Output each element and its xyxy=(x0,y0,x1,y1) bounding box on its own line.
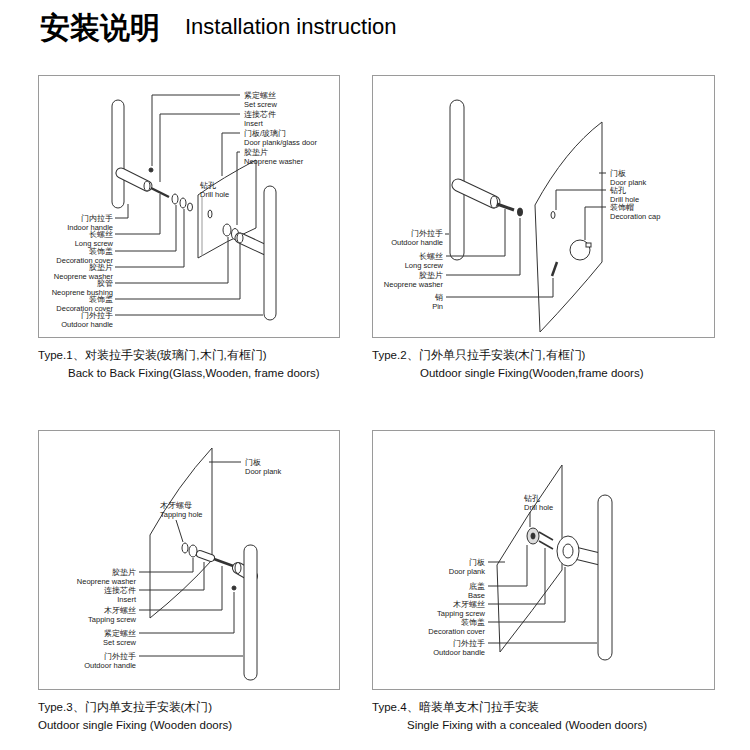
part-label: 门外拉手 xyxy=(453,639,485,648)
figure-panel: Type.3、门内单支拉手安装(木门)Outdoor single Fixing… xyxy=(38,430,340,690)
part-label: Set screw xyxy=(244,100,277,109)
part-label: 门外拉手 xyxy=(411,229,443,238)
panel-caption: Single Fixing with a concealed (Wooden d… xyxy=(407,718,647,732)
part-label: 木牙螺丝 xyxy=(104,606,136,615)
part-label: Outdoor handle xyxy=(391,238,443,247)
part-label: Drill hole xyxy=(524,503,553,512)
part-label: 胶垫片 xyxy=(419,271,443,280)
part-label: 门外拉手 xyxy=(104,652,136,661)
part-label: Base xyxy=(468,591,485,600)
part-label: Outdoor handle xyxy=(84,661,136,670)
part-label: 木牙螺丝 xyxy=(453,600,485,609)
part-label: Door plank xyxy=(245,467,281,476)
part-label: 装饰盖 xyxy=(461,618,485,627)
part-label: Outdoor handle xyxy=(61,320,113,329)
part-label: 胶垫片 xyxy=(244,148,268,157)
part-label: Insert xyxy=(117,595,136,604)
figure-panel: Type.1、对装拉手安装(玻璃门,木门,有框门)Back to Back Fi… xyxy=(38,75,340,338)
part-label: 门板/玻璃门 xyxy=(244,129,286,138)
part-label: Drill hole xyxy=(610,195,639,204)
panel-caption: Type.2、门外单只拉手安装(木门,有框门) xyxy=(372,348,585,362)
part-label: 门外拉手 xyxy=(81,311,113,320)
part-label: 装饰盖 xyxy=(89,295,113,304)
part-label: 门板 xyxy=(610,169,626,178)
part-label: 紧定螺丝 xyxy=(244,91,276,100)
part-label: Pin xyxy=(432,302,443,311)
part-label: Tapping hole xyxy=(160,510,203,519)
part-label: Neoprene washer xyxy=(244,157,303,166)
part-label: Door plank/glass door xyxy=(244,138,317,147)
part-label: Insert xyxy=(244,119,263,128)
part-label: 胶垫片 xyxy=(112,568,136,577)
subtitle: Installation instruction xyxy=(185,14,397,40)
part-label: 胶管 xyxy=(97,279,113,288)
part-label: 紧定螺丝 xyxy=(104,629,136,638)
part-label: 装饰盖 xyxy=(89,247,113,256)
part-label: 连接芯件 xyxy=(104,586,136,595)
part-label: 胶垫片 xyxy=(89,263,113,272)
part-label: Door plank xyxy=(449,567,485,576)
part-label: 装饰帽 xyxy=(610,203,634,212)
part-label: Long screw xyxy=(75,239,113,248)
part-label: Drill hole xyxy=(200,190,229,199)
panel-caption: Type.3、门内单支拉手安装(木门) xyxy=(38,700,212,714)
part-label: Neoprene washer xyxy=(77,577,136,586)
page-title: 安装说明 xyxy=(40,8,160,49)
part-label: 钻孔 xyxy=(524,494,540,503)
part-label: Tapping screw xyxy=(88,615,136,624)
part-label: 门板 xyxy=(245,458,261,467)
part-label: 门板 xyxy=(469,558,485,567)
part-label: Set screw xyxy=(103,638,136,647)
part-label: Door plank xyxy=(610,178,646,187)
part-label: 钻孔 xyxy=(200,181,216,190)
part-label: 长螺丝 xyxy=(419,252,443,261)
panel-caption: Outdoor single Fixing (Wooden doors) xyxy=(38,718,232,732)
figure-panel: Type.2、门外单只拉手安装(木门,有框门)Outdoor single Fi… xyxy=(372,75,715,338)
part-label: Decoration cover xyxy=(428,627,485,636)
part-label: Tapping screw xyxy=(437,609,485,618)
part-label: 门内拉手 xyxy=(81,214,113,223)
part-label: 销 xyxy=(435,293,443,302)
part-label: 钻孔 xyxy=(610,186,626,195)
part-label: 底盖 xyxy=(469,582,485,591)
panel-caption: Type.1、对装拉手安装(玻璃门,木门,有框门) xyxy=(38,348,267,362)
figure-panel: Type.4、暗装单支木门拉手安装Single Fixing with a co… xyxy=(372,430,715,690)
panel-caption: Outdoor single Fixing(Wooden,frame doors… xyxy=(420,366,644,380)
part-label: 连接芯件 xyxy=(244,110,276,119)
part-label: Outdoor bandle xyxy=(433,648,485,657)
part-label: Neoprene washer xyxy=(384,280,443,289)
panel-caption: Back to Back Fixing(Glass,Wooden, frame … xyxy=(68,366,320,380)
panel-caption: Type.4、暗装单支木门拉手安装 xyxy=(372,700,539,714)
part-label: Decoration cap xyxy=(610,212,660,221)
part-label: Long screw xyxy=(405,261,443,270)
part-label: 长螺丝 xyxy=(89,230,113,239)
part-label: 木牙螺母 xyxy=(160,501,192,510)
